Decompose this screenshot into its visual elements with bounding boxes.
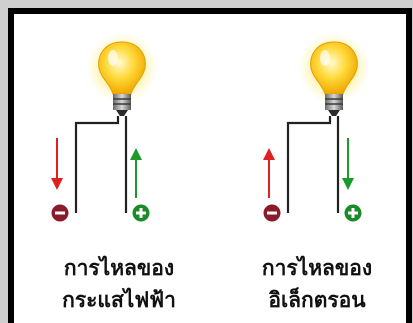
arrow-down-red: [51, 138, 63, 190]
caption-line-2: กระแสไฟฟ้า: [62, 288, 176, 312]
caption-line-1: การไหลของ: [63, 256, 175, 280]
plus-terminal-icon: [132, 204, 150, 222]
light-bulb-icon: [86, 32, 158, 116]
caption-line-2: อิเล็กตรอน: [268, 288, 366, 312]
wire-left: [74, 116, 120, 213]
diagram-current: [51, 32, 158, 222]
caption-current-flow: การไหลของ กระแสไฟฟ้า: [24, 252, 214, 316]
caption-line-1: การไหลของ: [261, 256, 373, 280]
wire-left: [286, 116, 332, 213]
minus-terminal-icon: [263, 204, 281, 222]
caption-electron-flow: การไหลของ อิเล็กตรอน: [222, 252, 412, 316]
plus-terminal-icon: [344, 204, 362, 222]
diagram-electron: [263, 32, 370, 222]
light-bulb-icon: [298, 32, 370, 116]
minus-terminal-icon: [51, 204, 69, 222]
arrow-up-green: [130, 148, 142, 198]
arrow-up-red: [263, 148, 275, 198]
arrow-down-green: [342, 138, 354, 190]
